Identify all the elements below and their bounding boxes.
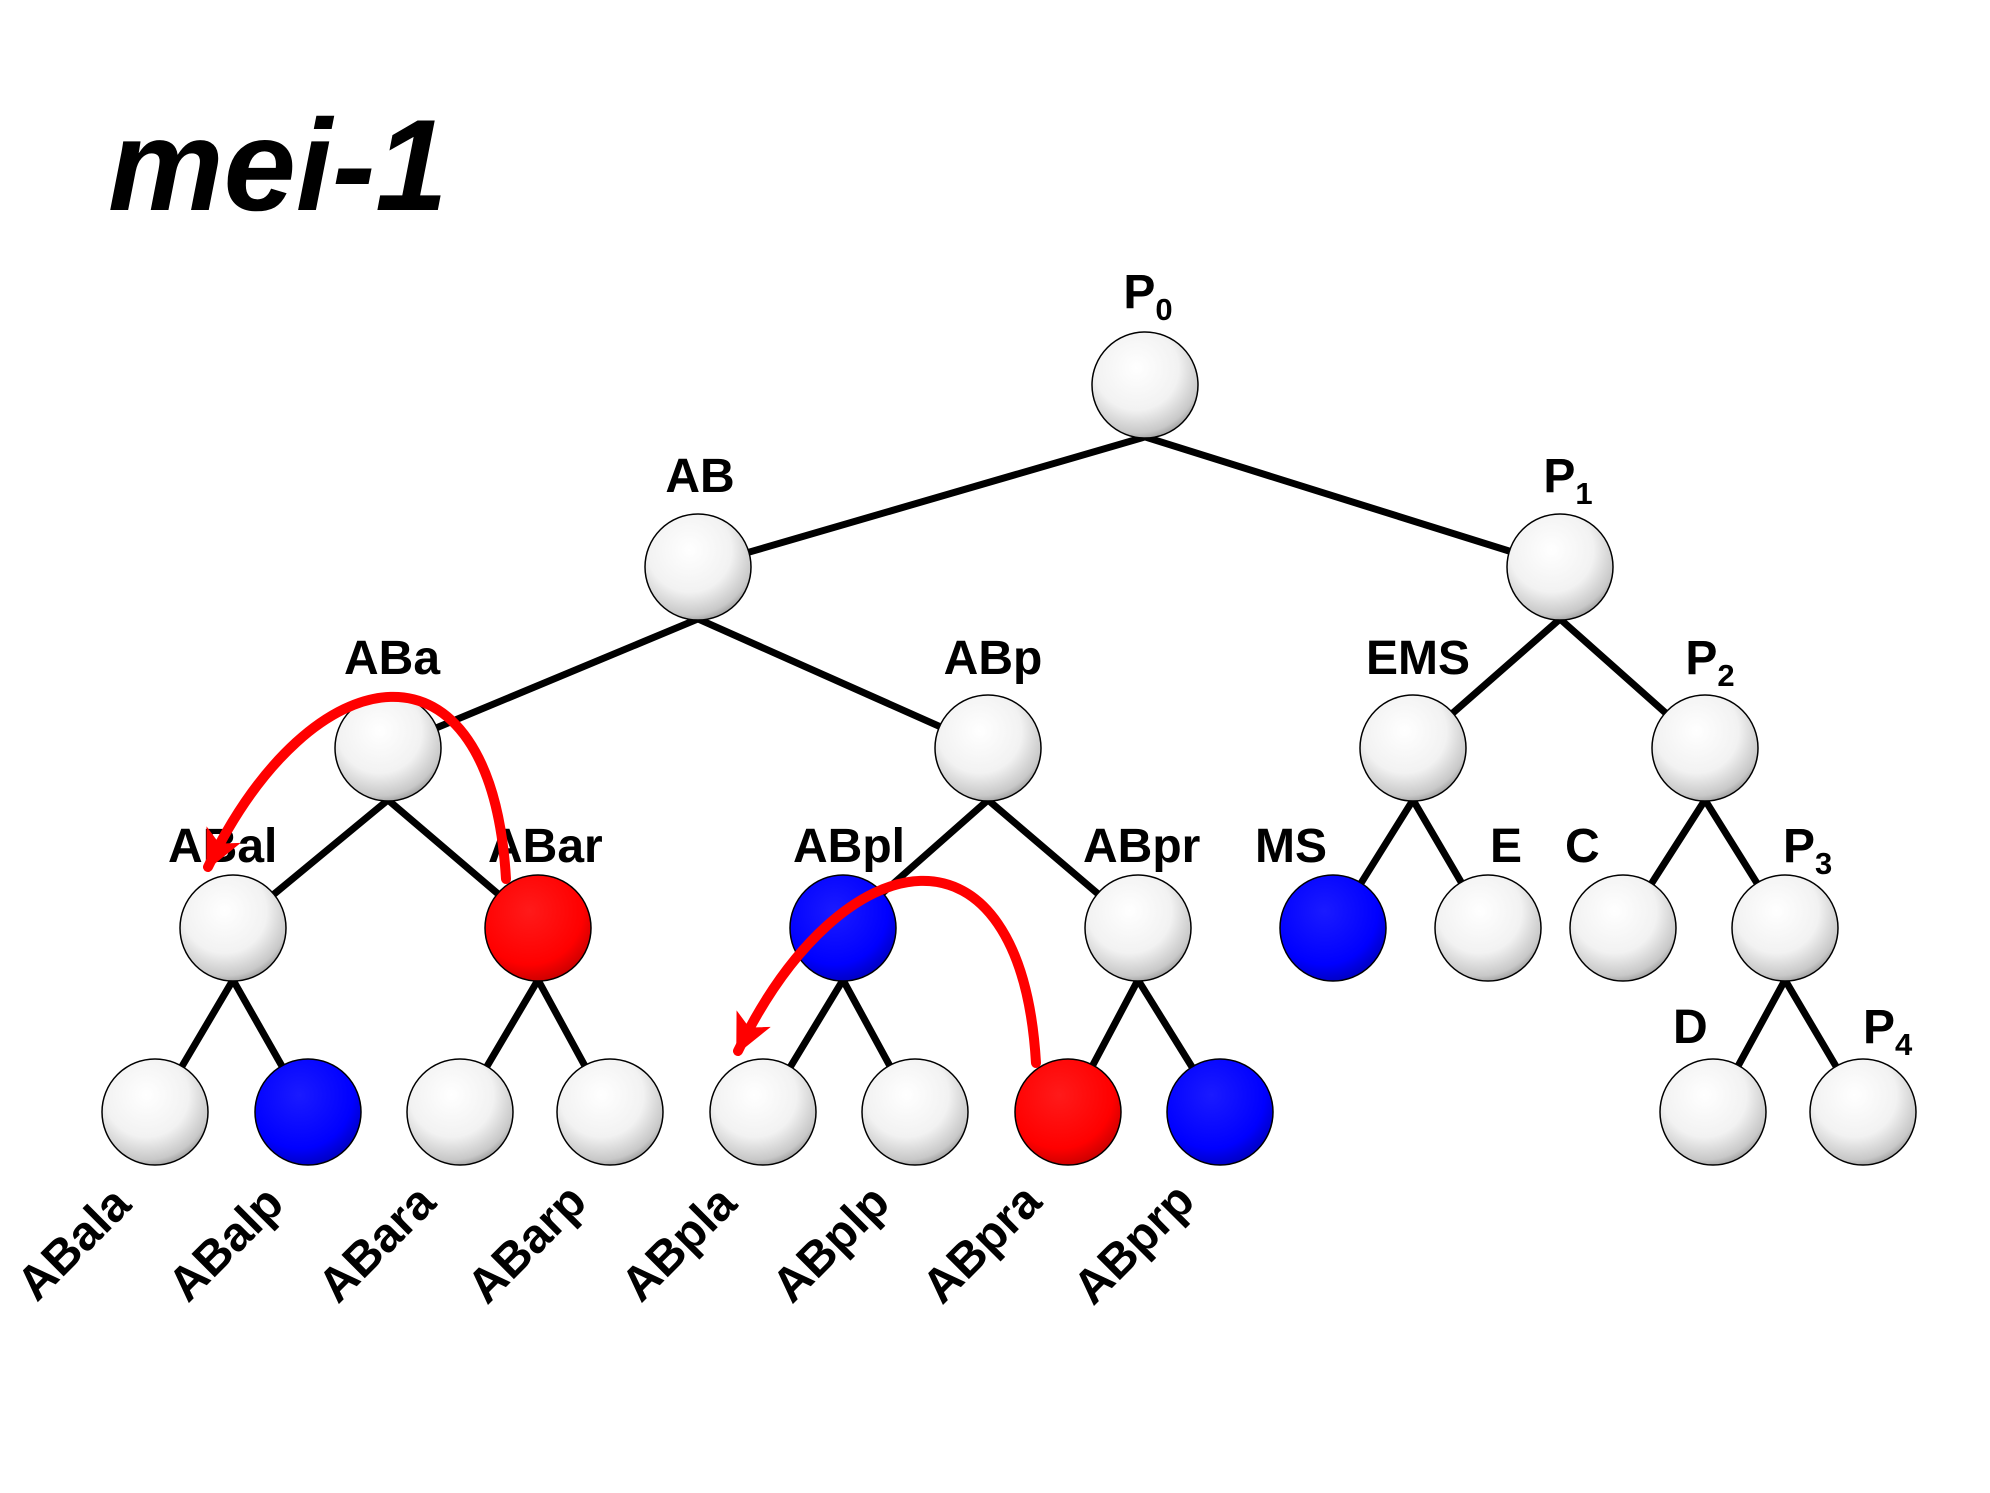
- cell-node-ABal: [179, 874, 287, 982]
- cell-node-ABara: [406, 1058, 514, 1166]
- edge-P0-P1: [1143, 433, 1511, 555]
- label-AB: AB: [665, 450, 734, 503]
- cell-node-ABalp: [254, 1058, 362, 1166]
- edge-AB-ABp: [696, 615, 942, 730]
- label-ABa: ABa: [344, 632, 440, 685]
- edge-ABar-ABara: [483, 978, 542, 1069]
- cell-node-EMS: [1359, 694, 1467, 802]
- label-D: D: [1673, 1001, 1708, 1054]
- label-EMS: EMS: [1366, 632, 1470, 685]
- edge-ABal-ABala: [178, 978, 237, 1069]
- label-P4: P4: [1863, 1001, 1913, 1062]
- diagram-title: mei-1: [108, 92, 448, 238]
- edge-EMS-MS: [1358, 798, 1416, 885]
- cell-node-ABala: [101, 1058, 209, 1166]
- cell-node-C: [1569, 874, 1677, 982]
- edge-ABa-ABal: [271, 797, 391, 897]
- edge-ABa-ABar: [385, 797, 500, 897]
- edge-P2-P3: [1702, 798, 1760, 885]
- edge-ABpl-ABplp: [839, 978, 893, 1068]
- label-ABpl: ABpl: [793, 820, 905, 873]
- cell-node-AB: [644, 513, 752, 621]
- label-C: C: [1565, 820, 1600, 873]
- edge-P0-AB: [747, 433, 1146, 556]
- edge-ABar-ABarp: [534, 978, 588, 1068]
- cell-node-P2: [1651, 694, 1759, 802]
- label-P2: P2: [1685, 632, 1734, 693]
- label-P1: P1: [1543, 450, 1592, 511]
- cell-node-ABp: [934, 694, 1042, 802]
- label-ABprp: ABprp: [1063, 1173, 1204, 1314]
- edge-P2-C: [1648, 798, 1708, 886]
- cell-node-ABarp: [556, 1058, 664, 1166]
- cell-node-ABpra: [1014, 1058, 1122, 1166]
- edge-ABpr-ABpra: [1089, 978, 1142, 1067]
- cell-node-P3: [1731, 874, 1839, 982]
- label-ABpr: ABpr: [1083, 820, 1200, 873]
- cell-node-ABpla: [709, 1058, 817, 1166]
- edge-ABp-ABpr: [985, 797, 1100, 897]
- edge-ABal-ABalp: [229, 978, 285, 1068]
- cell-node-ABpr: [1084, 874, 1192, 982]
- cell-node-P4: [1809, 1058, 1917, 1166]
- edge-P1-EMS: [1450, 616, 1563, 716]
- edge-P3-D: [1735, 978, 1789, 1068]
- edge-P3-P4: [1781, 978, 1840, 1069]
- label-ABplp: ABplp: [762, 1175, 899, 1312]
- label-ABpla: ABpla: [611, 1176, 747, 1312]
- cell-node-MS: [1279, 874, 1387, 982]
- label-E: E: [1490, 820, 1522, 873]
- lineage-nodes: [101, 331, 1917, 1166]
- cell-node-ABar: [484, 874, 592, 982]
- label-P3: P3: [1783, 820, 1832, 881]
- label-ABara: ABara: [308, 1175, 446, 1313]
- cell-node-P0: [1091, 331, 1199, 439]
- edge-P1-P2: [1557, 616, 1668, 716]
- label-P0: P0: [1123, 266, 1172, 327]
- edge-ABpl-ABpla: [787, 978, 846, 1069]
- cell-node-E: [1434, 874, 1542, 982]
- label-ABala: ABala: [7, 1177, 141, 1311]
- cell-node-D: [1659, 1058, 1767, 1166]
- label-ABarp: ABarp: [457, 1174, 596, 1313]
- label-MS: MS: [1255, 820, 1327, 873]
- label-ABalp: ABalp: [158, 1176, 294, 1312]
- arrow-ABpra-to-ABpla: [733, 875, 1041, 1068]
- cell-node-ABprp: [1166, 1058, 1274, 1166]
- edge-EMS-E: [1409, 798, 1465, 885]
- label-ABp: ABp: [944, 632, 1043, 685]
- edge-ABpr-ABprp: [1135, 978, 1196, 1069]
- fate-transfer-arrows: [203, 691, 1041, 1068]
- lineage-edges: [178, 433, 1840, 1069]
- cell-node-P1: [1506, 513, 1614, 621]
- edge-AB-ABa: [435, 615, 700, 731]
- arrow-ABar-to-ABal: [203, 691, 511, 884]
- cell-node-ABplp: [861, 1058, 969, 1166]
- cell-node-ABpl: [789, 874, 897, 982]
- label-ABpra: ABpra: [912, 1174, 1052, 1314]
- edge-ABp-ABpl: [880, 797, 991, 896]
